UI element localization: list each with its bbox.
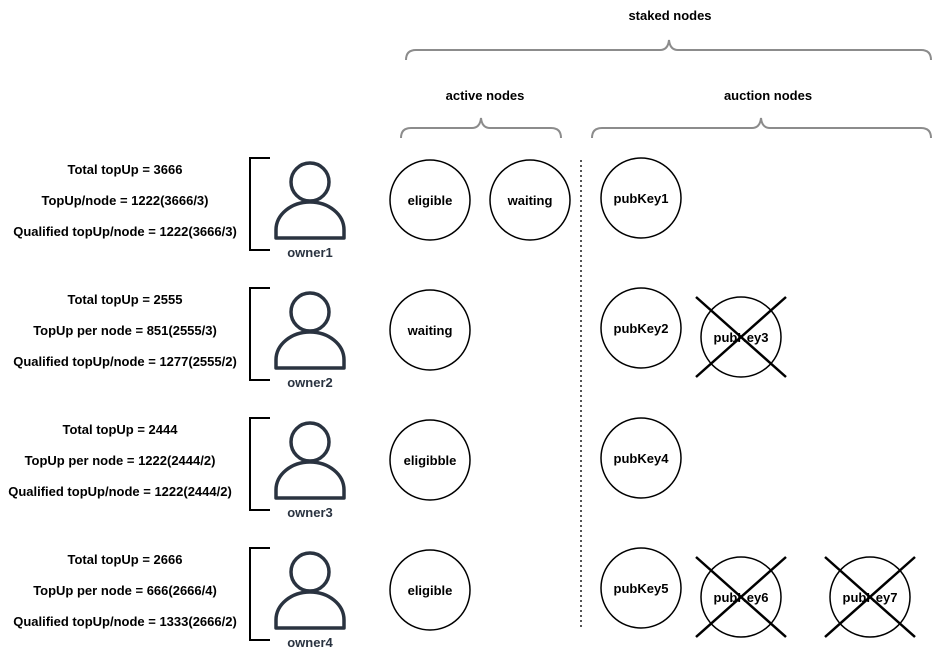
- topup-per-node-label: TopUp per node = 851(2555/3): [33, 323, 217, 338]
- qualified-topup-label: Qualified topUp/node = 1222(3666/3): [13, 224, 237, 239]
- qualified-topup-label: Qualified topUp/node = 1333(2666/2): [13, 614, 237, 629]
- auction-node: pubKey4: [600, 417, 682, 499]
- person-icon: [274, 421, 346, 500]
- cross-mark-icon: [695, 296, 787, 378]
- person-body: [274, 330, 346, 370]
- cross-mark-icon: [824, 556, 916, 638]
- active-node-label: eligible: [408, 583, 453, 598]
- active-nodes-brace: [400, 117, 562, 139]
- active-node-label: waiting: [507, 193, 553, 208]
- qualified-topup-label: Qualified topUp/node = 1222(2444/2): [8, 484, 232, 499]
- active-node-label: waiting: [407, 323, 453, 338]
- person-body: [274, 460, 346, 500]
- active-node: eligibble: [389, 419, 471, 501]
- active-nodes-header: active nodes: [446, 88, 525, 103]
- auction-node-crossed: pubKey3: [695, 296, 787, 378]
- auction-node: pubKey1: [600, 157, 682, 239]
- auction-node-label: pubKey5: [614, 581, 669, 596]
- topup-per-node-label: TopUp/node = 1222(3666/3): [41, 193, 208, 208]
- active-node: waiting: [489, 159, 571, 241]
- node-circle: [600, 287, 682, 369]
- node-circle: [389, 159, 471, 241]
- person-body: [274, 590, 346, 630]
- person-head: [289, 551, 331, 593]
- active-node-label: eligible: [408, 193, 453, 208]
- active-node-label: eligibble: [404, 453, 457, 468]
- cross-line: [695, 296, 787, 378]
- cross-mark-icon: [695, 556, 787, 638]
- active-node: waiting: [389, 289, 471, 371]
- person-head: [289, 421, 331, 463]
- topup-per-node-label: TopUp per node = 1222(2444/2): [25, 453, 216, 468]
- node-circle: [389, 549, 471, 631]
- owner-name-label: owner3: [287, 505, 333, 520]
- active-node: eligible: [389, 159, 471, 241]
- staked-nodes-header: staked nodes: [628, 8, 711, 23]
- qualified-topup-label: Qualified topUp/node = 1277(2555/2): [13, 354, 237, 369]
- owner-name-label: owner2: [287, 375, 333, 390]
- bracket-icon: [249, 417, 270, 511]
- bracket-icon: [249, 547, 270, 641]
- active-node: eligible: [389, 549, 471, 631]
- auction-node-crossed: pubKey6: [695, 556, 787, 638]
- total-topup-label: Total topUp = 2666: [68, 552, 183, 567]
- auction-node-label: pubKey1: [614, 191, 669, 206]
- auction-node: pubKey5: [600, 547, 682, 629]
- auction-node: pubKey2: [600, 287, 682, 369]
- auction-nodes-brace: [591, 117, 932, 139]
- total-topup-label: Total topUp = 3666: [68, 162, 183, 177]
- node-circle: [600, 157, 682, 239]
- person-icon: [274, 551, 346, 630]
- person-icon: [274, 161, 346, 240]
- bracket-icon: [249, 287, 270, 381]
- person-head: [289, 161, 331, 203]
- auction-node-label: pubKey4: [614, 451, 670, 466]
- node-circle: [600, 547, 682, 629]
- node-circle: [389, 289, 471, 371]
- node-circle: [389, 419, 471, 501]
- staked-nodes-brace: [405, 39, 932, 61]
- total-topup-label: Total topUp = 2555: [68, 292, 183, 307]
- owner-name-label: owner1: [287, 245, 333, 260]
- cross-line: [824, 556, 916, 638]
- auction-nodes-header: auction nodes: [724, 88, 812, 103]
- auction-node-label: pubKey2: [614, 321, 669, 336]
- node-circle: [489, 159, 571, 241]
- topup-per-node-label: TopUp per node = 666(2666/4): [33, 583, 217, 598]
- total-topup-label: Total topUp = 2444: [63, 422, 179, 437]
- person-body: [274, 200, 346, 240]
- auction-node-crossed: pubKey7: [824, 556, 916, 638]
- bracket-icon: [249, 157, 270, 251]
- node-circle: [600, 417, 682, 499]
- cross-line: [695, 556, 787, 638]
- person-icon: [274, 291, 346, 370]
- owner-name-label: owner4: [287, 635, 333, 650]
- person-head: [289, 291, 331, 333]
